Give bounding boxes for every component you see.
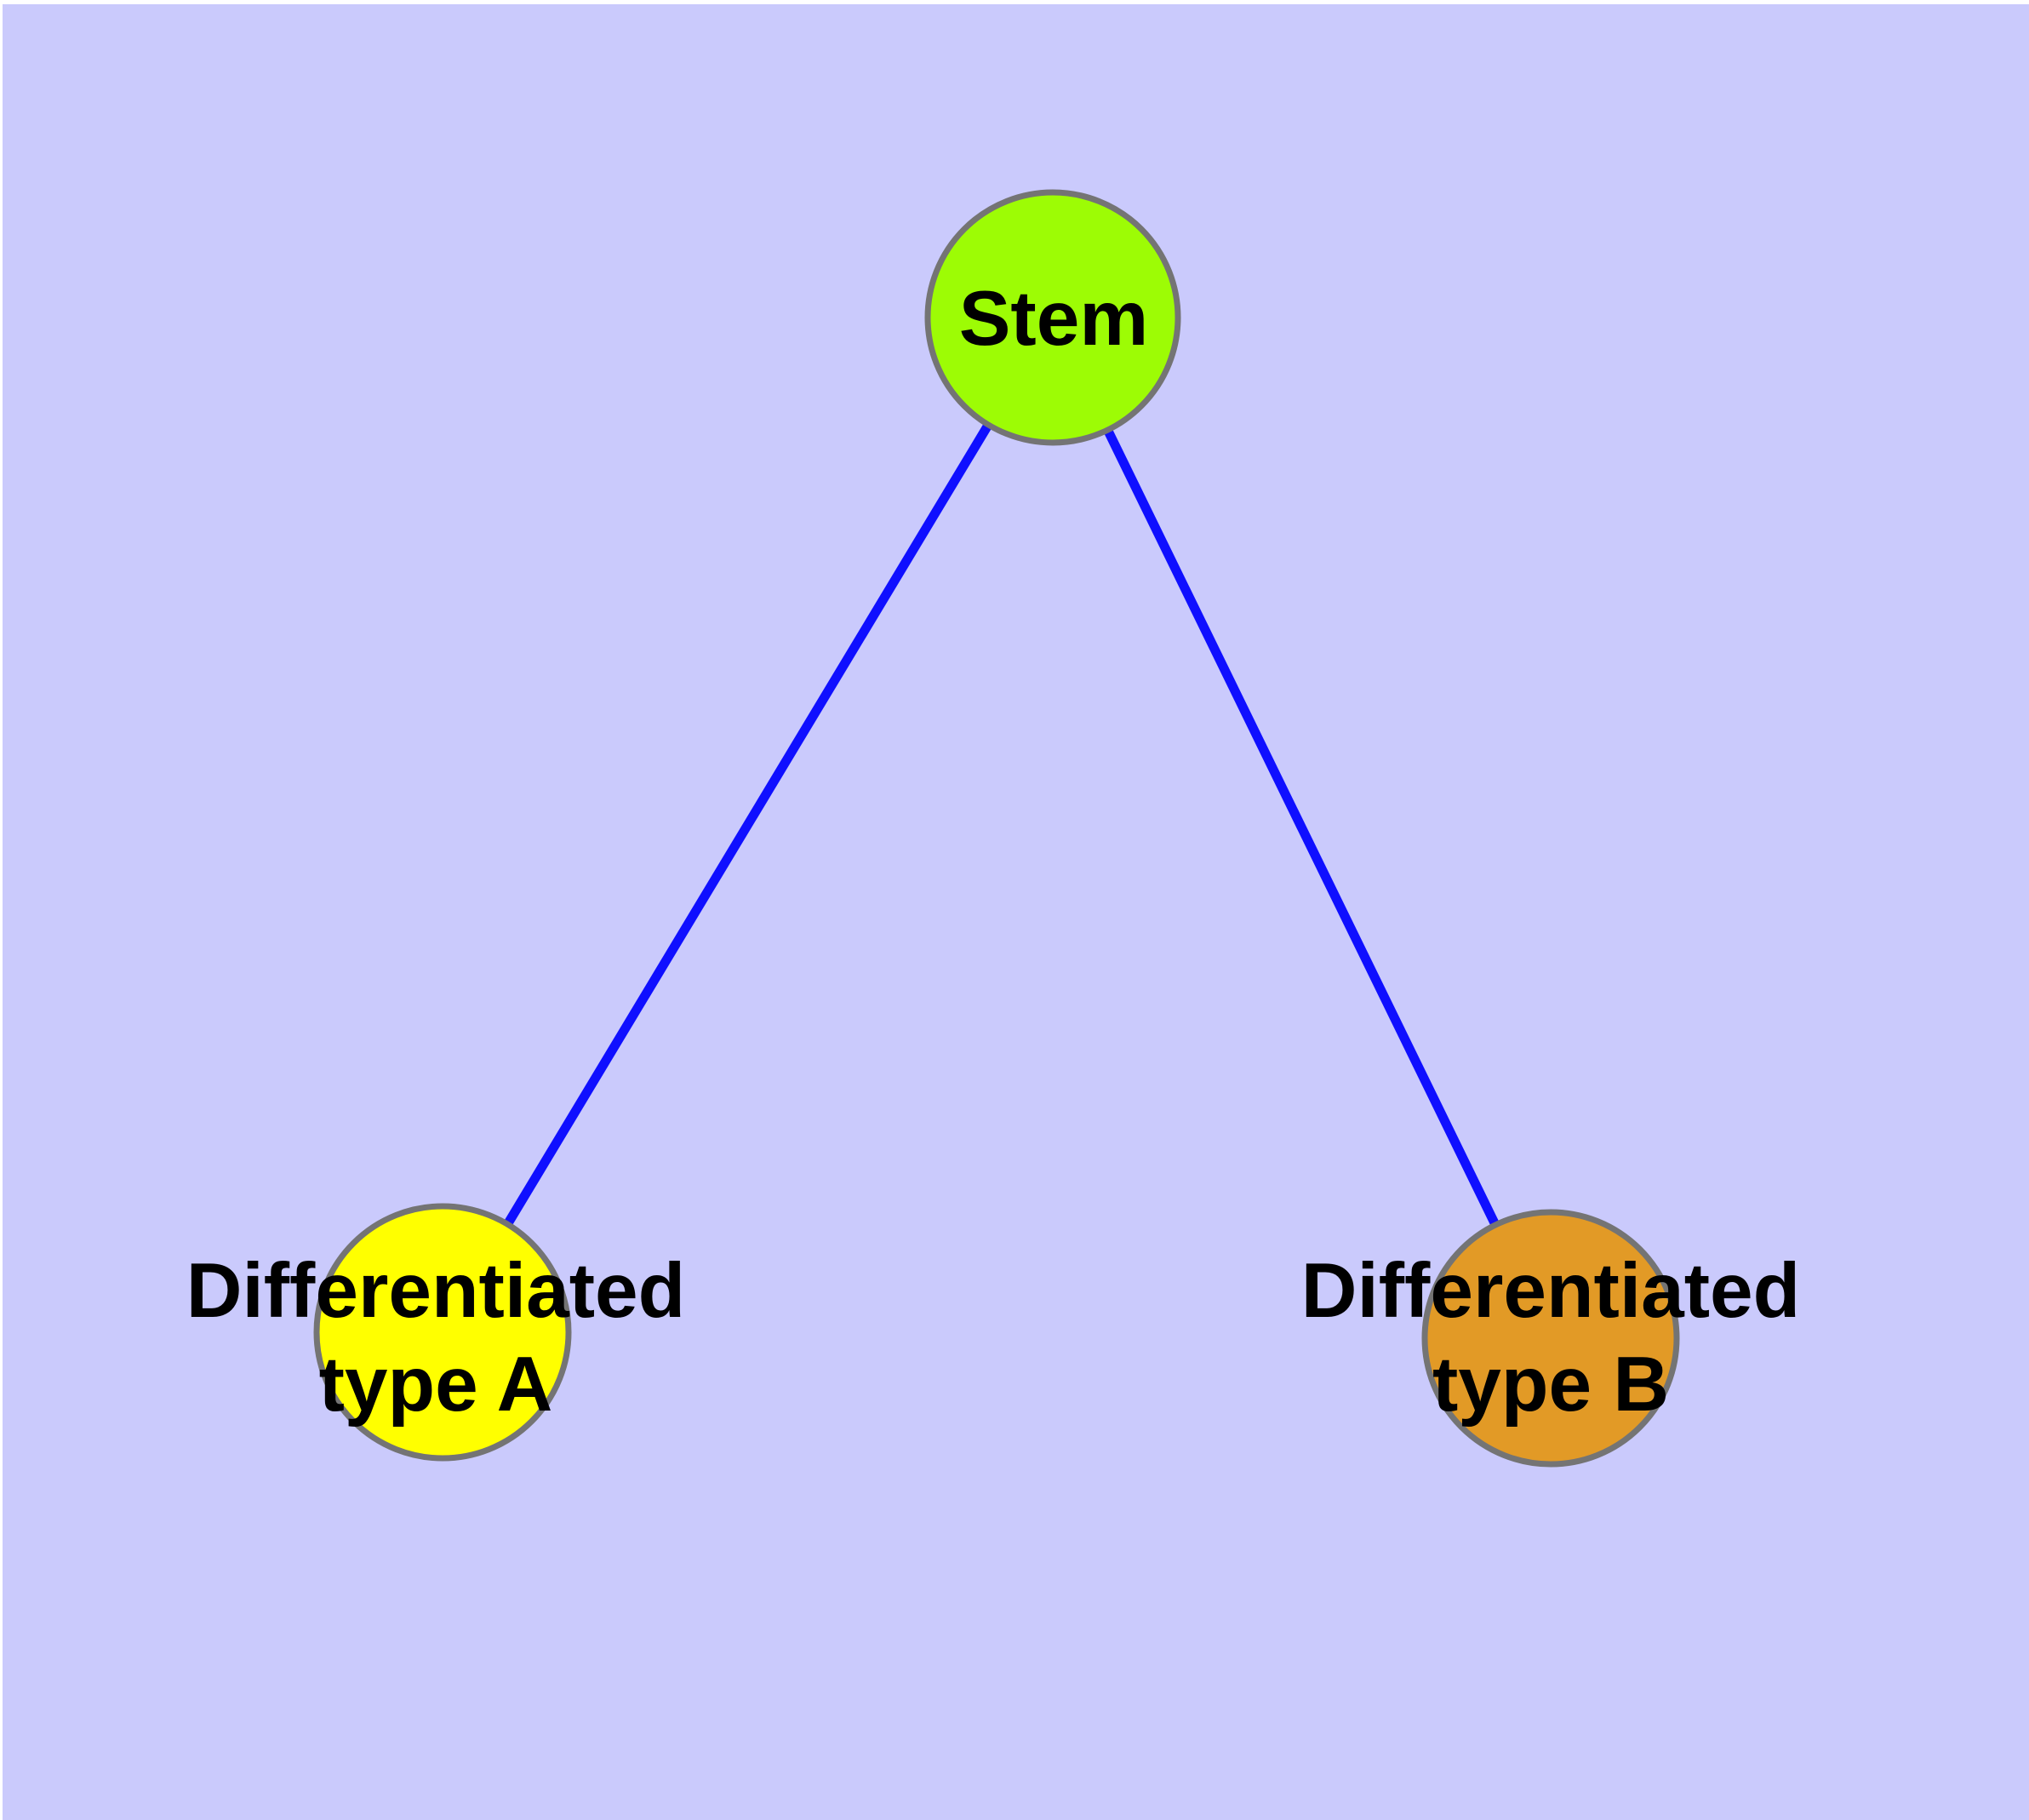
node-type-b-label-line1: Differentiated	[1300, 1248, 1801, 1334]
node-type-b-label-line2: type B	[1432, 1342, 1670, 1428]
node-type-a-label-line1: Differentiated	[186, 1248, 686, 1334]
node-type-a-label-line2: type A	[318, 1342, 553, 1428]
node-type-a-label: Differentiated type A	[186, 1245, 686, 1432]
edge-stem-to-type-a	[438, 315, 1057, 1335]
node-stem-label: Stem	[959, 272, 1149, 366]
node-type-a-circle	[313, 1203, 572, 1462]
node-stem-circle	[924, 189, 1181, 446]
node-type-b-circle	[1421, 1209, 1680, 1468]
node-stem-label-text: Stem	[958, 276, 1149, 362]
node-type-b-label: Differentiated type B	[1301, 1245, 1801, 1432]
edge-stem-to-type-b	[1049, 315, 1555, 1341]
